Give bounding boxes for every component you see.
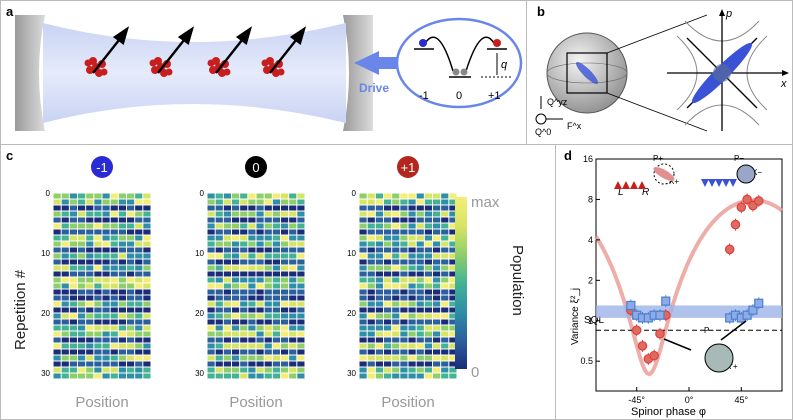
repetition-axis-label: Repetition # [12, 269, 29, 350]
sql-label: SQL [584, 315, 604, 326]
zoom-box [566, 52, 608, 94]
blue-point [748, 305, 758, 315]
panel-a: a [0, 0, 527, 145]
colorbar-label: Population [509, 245, 526, 316]
axis-p-label: p [725, 8, 732, 20]
inset-label-x-minus: X− [752, 168, 762, 177]
red-point [649, 350, 659, 361]
heatmap-title-circle-0 [91, 156, 113, 178]
level-label-plus: +1 [488, 90, 501, 102]
ytick-1-2: 20 [195, 309, 204, 318]
ytick-0-1: 10 [41, 249, 50, 258]
drive-label: Drive [359, 81, 389, 95]
d-ytick-0: 0.5 [580, 356, 593, 366]
heatmap-2 [359, 193, 457, 379]
q-label: q [501, 59, 508, 71]
right-mirror [343, 15, 373, 131]
d-ytick-4: 8 [588, 194, 593, 204]
left-mirror [15, 15, 45, 131]
blue-point [661, 296, 671, 306]
panel-d-label: d [564, 148, 572, 163]
red-point [736, 202, 747, 213]
red-point [724, 244, 735, 255]
red-point [655, 328, 665, 339]
d-xtick-0: -45° [628, 395, 645, 405]
inset-label-x-plus-prime: X'+ [726, 362, 738, 371]
ytick-2-1: 10 [347, 249, 356, 258]
heatmap-title-2: +1 [401, 160, 416, 175]
d-ytick-5: 16 [583, 154, 593, 164]
squeezed-state-small [576, 62, 598, 84]
inset-blue-state [736, 164, 756, 184]
colorbar-max-label: max [471, 194, 500, 211]
panel-d: d Variance ξ²_j Spinor phase φ SQL L R P… [555, 144, 793, 420]
phase-axis-label: Spinor phase φ [631, 406, 706, 418]
d-xtick-2: 45° [735, 395, 749, 405]
blue-point [742, 310, 752, 320]
axis-x-label: x [780, 78, 787, 90]
panel-c-figure: Repetition # max 0 Population -1 0 10 20 30P… [12, 156, 526, 411]
blue-point [754, 298, 764, 308]
d-ytick-2: 2 [588, 275, 593, 285]
ytick-2-0: 0 [352, 189, 357, 198]
inset-gray-state [704, 343, 734, 373]
colorbar [455, 197, 467, 369]
heatmap-title-circle-1 [245, 156, 267, 178]
blue-point [626, 300, 636, 311]
blue-point [655, 310, 665, 320]
level-label-minus: -1 [419, 90, 429, 102]
cavity-beam [43, 23, 346, 123]
panel-a-figure: Drive -1 0 +1 q [15, 15, 523, 131]
heatmap-title-circle-2 [397, 156, 419, 178]
level-label-zero: 0 [456, 90, 462, 102]
axis-q0-label: Q^0 [535, 127, 551, 137]
inset-label-x-plus: X+ [669, 177, 679, 186]
plot-frame [595, 158, 783, 392]
position-label-1: Position [229, 394, 282, 411]
d-xtick-1: 0° [685, 395, 694, 405]
d-ytick-1: 1 [588, 316, 593, 326]
variance-axis-label: Variance ξ²_j [570, 288, 581, 345]
ytick-2-3: 30 [347, 369, 356, 378]
panel-b-figure: p x Q^yz Q^0 F^x [535, 8, 789, 137]
heatmap-1 [207, 193, 305, 379]
panel-d-chart: Variance ξ²_j Spinor phase φ SQL L R P+ … [570, 154, 784, 418]
axis-qyz-label: Q^yz [547, 97, 568, 107]
heatmap-title-1: 0 [252, 160, 259, 175]
level-diagram [414, 36, 513, 78]
colorbar-min-label: 0 [471, 364, 479, 381]
panel-b-label: b [537, 4, 545, 19]
level-inset [395, 17, 523, 109]
level-plus-atom [493, 39, 501, 47]
ytick-2-2: 20 [347, 309, 356, 318]
red-point [753, 196, 764, 206]
position-label-0: Position [75, 394, 128, 411]
inset-red-state [653, 163, 675, 185]
d-ytick-3: 4 [588, 235, 593, 245]
panel-c: c Repetition # max 0 Population -1 0 10 20 3… [0, 144, 556, 420]
ytick-0-3: 30 [41, 369, 50, 378]
axis-fx-label: F^x [567, 121, 582, 131]
heatmap-0 [53, 193, 151, 379]
drive-arrow [354, 51, 403, 75]
level-minus-atom [419, 39, 427, 47]
panel-a-label: a [6, 4, 14, 19]
legend-R: R [642, 187, 649, 198]
red-theory-curve [594, 198, 784, 377]
red-point [730, 219, 741, 230]
red-point [637, 341, 648, 351]
ytick-1-0: 0 [200, 189, 205, 198]
ytick-1-3: 30 [195, 369, 204, 378]
ytick-0-0: 0 [46, 189, 51, 198]
spin-arrows [92, 26, 307, 74]
panel-c-label: c [6, 148, 14, 163]
panel-b: b p x Q^yz [526, 0, 793, 145]
red-point [631, 325, 642, 336]
ytick-1-1: 10 [195, 249, 204, 258]
legend-L: L [618, 187, 624, 198]
heatmap-title-0: -1 [96, 160, 108, 175]
ytick-0-2: 20 [41, 309, 50, 318]
red-point [742, 194, 752, 205]
position-label-2: Position [381, 394, 434, 411]
